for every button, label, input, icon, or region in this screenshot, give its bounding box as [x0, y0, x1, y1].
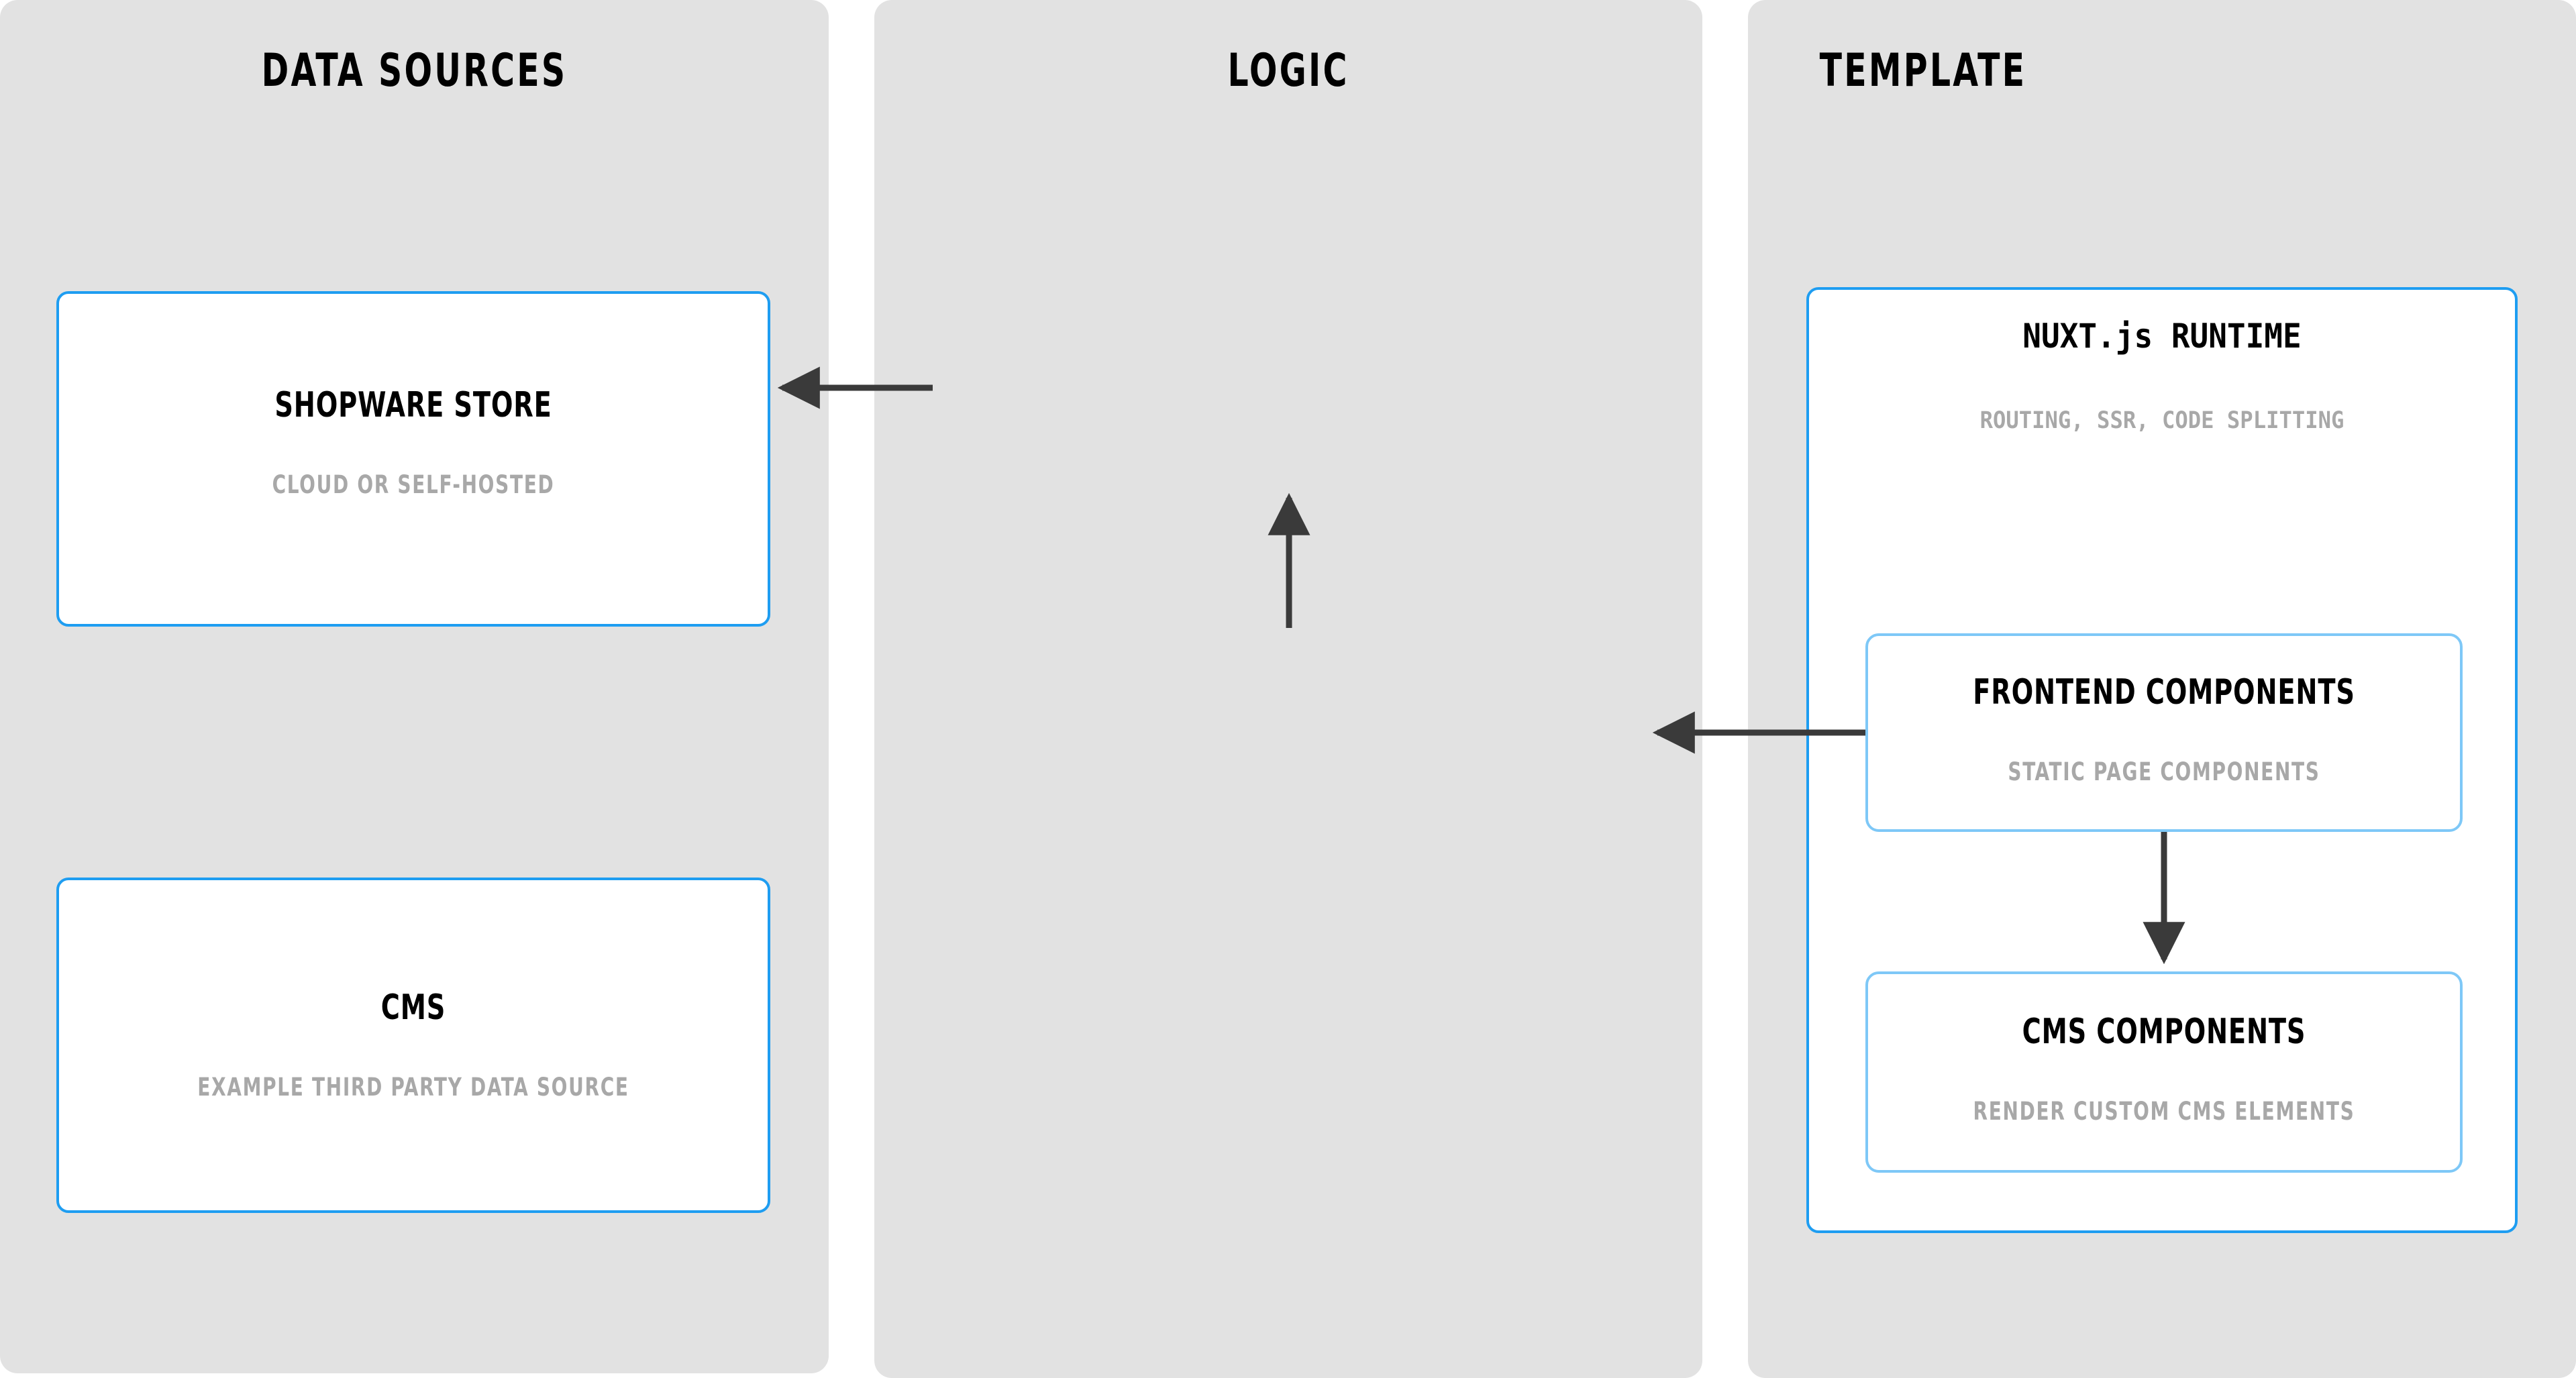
column-title-data-sources: DATA SOURCES [261, 44, 568, 97]
node-title-cms-components: CMS COMPONENTS [2022, 1012, 2306, 1052]
node-title-cms: CMS [380, 988, 446, 1028]
node-subtitle-cms-components: RENDER CUSTOM CMS ELEMENTS [1973, 1097, 2355, 1126]
node-subtitle-frontend-components: STATIC PAGE COMPONENTS [2008, 757, 2320, 786]
column-title-logic: LOGIC [1227, 44, 1349, 97]
node-title-frontend-components: FRONTEND COMPONENTS [1973, 672, 2355, 712]
node-cms[interactable]: CMS EXAMPLE THIRD PARTY DATA SOURCE [56, 878, 770, 1213]
node-title-nuxt-runtime: NUXT.js RUNTIME [2022, 317, 2302, 356]
node-shopware-store[interactable]: SHOPWARE STORE CLOUD OR SELF-HOSTED [56, 291, 770, 627]
column-logic: LOGIC API-CLIENT DOES STORE API REQUESTS… [874, 0, 2520, 1378]
column-data-sources: DATA SOURCES SHOPWARE STORE CLOUD OR SEL… [0, 0, 829, 1373]
node-cms-components[interactable]: CMS COMPONENTS RENDER CUSTOM CMS ELEMENT… [1865, 971, 2463, 1173]
node-subtitle-cms: EXAMPLE THIRD PARTY DATA SOURCE [197, 1073, 629, 1102]
node-subtitle-shopware-store: CLOUD OR SELF-HOSTED [272, 470, 555, 499]
node-frontend-components[interactable]: FRONTEND COMPONENTS STATIC PAGE COMPONEN… [1865, 633, 2463, 832]
node-title-shopware-store: SHOPWARE STORE [274, 385, 552, 425]
node-subtitle-nuxt-runtime: ROUTING, SSR, CODE SPLITTING [1979, 407, 2345, 434]
column-title-template: TEMPLATE [1819, 44, 2027, 97]
